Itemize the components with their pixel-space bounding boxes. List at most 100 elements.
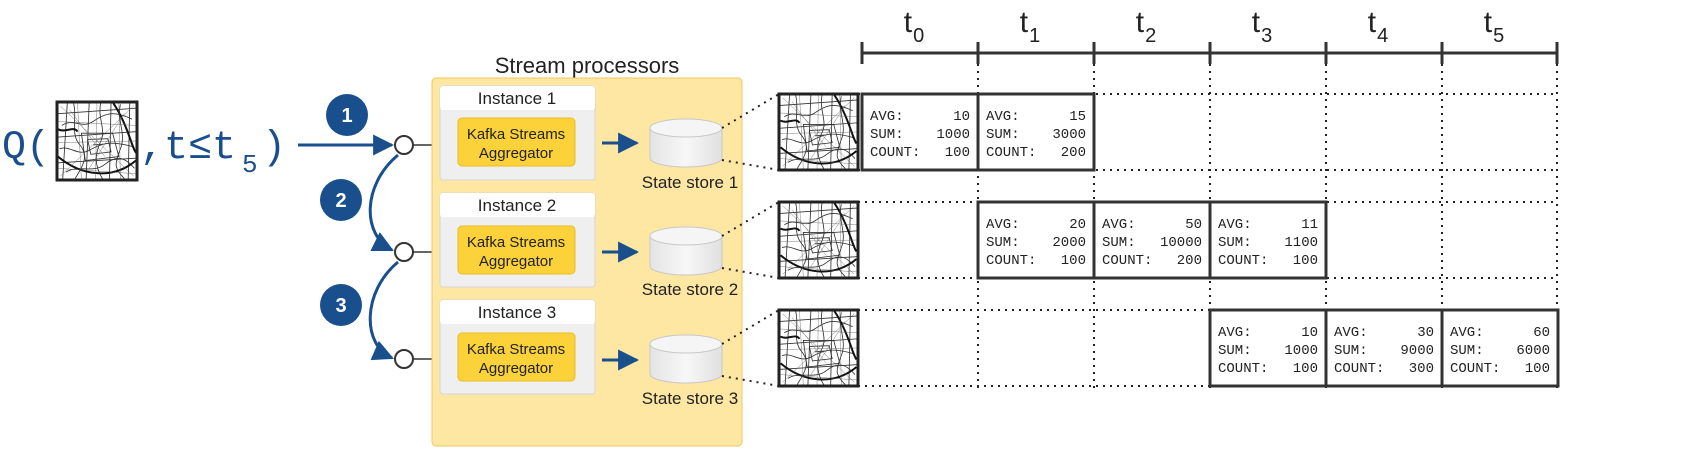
connector-node-3 (394, 349, 414, 369)
svg-text:Aggregator: Aggregator (479, 360, 553, 377)
metric-avg-value: 60 (1533, 325, 1550, 341)
metric-sum-value: 1000 (1284, 343, 1318, 359)
metric-sum-value: 6000 (1516, 343, 1550, 359)
map-tile-icon (777, 200, 860, 280)
metric-label: SUM: (1102, 235, 1136, 251)
metric-label: AVG: (1450, 325, 1484, 341)
metric-label: SUM: (870, 127, 904, 143)
metric-label: SUM: (1218, 343, 1252, 359)
instance-3: Instance 3 Kafka Streams Aggregator (439, 299, 596, 395)
metric-label: COUNT: (1450, 361, 1500, 377)
metric-label: COUNT: (986, 145, 1036, 161)
metric-count-value: 100 (945, 145, 970, 161)
metric-count-value: 200 (1177, 253, 1202, 269)
step-badge-2: 2 (320, 179, 362, 221)
query-close: ) (262, 126, 286, 171)
metric-label: SUM: (986, 127, 1020, 143)
svg-text:Kafka Streams: Kafka Streams (467, 234, 565, 251)
metric-sum-value: 3000 (1052, 127, 1086, 143)
metric-count-value: 100 (1061, 253, 1086, 269)
store-arrows (602, 132, 640, 371)
state-store-1: State store 1 (642, 118, 738, 192)
metric-count-value: 100 (1525, 361, 1550, 377)
aggregator-3 (457, 332, 576, 382)
metric-label: SUM: (1218, 235, 1252, 251)
instance-2: Instance 2 Kafka Streams Aggregator (439, 192, 596, 288)
map-tile-icon (55, 100, 139, 182)
routing-arrows (298, 134, 399, 361)
metric-sum-value: 10000 (1160, 235, 1202, 251)
metric-sum-value: 1000 (936, 127, 970, 143)
svg-text:Aggregator: Aggregator (479, 145, 553, 162)
state-store-2-label: State store 2 (642, 280, 738, 299)
instance-3-label: Instance 3 (478, 303, 556, 322)
metric-label: COUNT: (1102, 253, 1152, 269)
metric-avg-value: 15 (1069, 109, 1086, 125)
metric-sum-value: 1100 (1284, 235, 1318, 251)
svg-text:Kafka Streams: Kafka Streams (467, 126, 565, 143)
state-store-3: State store 3 (642, 334, 738, 408)
metric-avg-value: 30 (1417, 325, 1434, 341)
query-subscript: 5 (242, 150, 258, 180)
state-store-2: State store 2 (642, 226, 738, 299)
svg-text:Kafka Streams: Kafka Streams (467, 341, 565, 358)
time-label-2: t2 (1136, 6, 1156, 47)
metric-sum-value: 2000 (1052, 235, 1086, 251)
metric-avg-value: 11 (1301, 217, 1318, 233)
metric-avg-value: 50 (1185, 217, 1202, 233)
metric-label: AVG: (1218, 325, 1252, 341)
aggregator-2 (457, 225, 576, 275)
timeline-ticks (860, 42, 1559, 64)
metric-label: AVG: (1102, 217, 1136, 233)
svg-text:2: 2 (335, 190, 346, 212)
metric-label: AVG: (1334, 325, 1368, 341)
step-badge-3: 3 (320, 284, 362, 326)
metric-count-value: 200 (1061, 145, 1086, 161)
metric-label: AVG: (870, 109, 904, 125)
time-label-5: t5 (1484, 6, 1504, 47)
metric-label: AVG: (1218, 217, 1252, 233)
svg-text:1: 1 (341, 105, 352, 127)
time-label-1: t1 (1020, 6, 1040, 47)
svg-text:Aggregator: Aggregator (479, 253, 553, 270)
metric-avg-value: 10 (1301, 325, 1318, 341)
query-prefix: Q( (2, 126, 50, 171)
state-store-3-label: State store 3 (642, 389, 738, 408)
stream-processors-title: Stream processors (495, 53, 680, 78)
time-label-0: t0 (904, 6, 924, 47)
window-cells: AVG:10SUM:1000COUNT:100AVG:15SUM:3000COU… (860, 92, 1560, 388)
metric-label: COUNT: (1218, 253, 1268, 269)
metric-label: AVG: (986, 217, 1020, 233)
metric-count-value: 100 (1293, 361, 1318, 377)
zoom-lines (721, 93, 780, 387)
connector-node-1 (394, 135, 414, 155)
metric-sum-value: 9000 (1400, 343, 1434, 359)
metric-label: COUNT: (1218, 361, 1268, 377)
metric-label: COUNT: (870, 145, 920, 161)
hop-arrow-3 (368, 260, 399, 361)
step-badge-1: 1 (326, 94, 368, 136)
state-store-1-label: State store 1 (642, 173, 738, 192)
metric-avg-value: 10 (953, 109, 970, 125)
metric-avg-value: 20 (1069, 217, 1086, 233)
map-tile-icon (777, 308, 860, 388)
svg-text:3: 3 (335, 295, 346, 317)
hop-arrow-2 (368, 153, 399, 252)
metric-count-value: 300 (1409, 361, 1434, 377)
query-expression: Q( ,t≤t 5 ) (2, 100, 286, 182)
query-condition: ,t≤t (140, 126, 236, 171)
instance-1-label: Instance 1 (478, 89, 556, 108)
metric-label: COUNT: (986, 253, 1036, 269)
metric-label: SUM: (1450, 343, 1484, 359)
metric-label: AVG: (986, 109, 1020, 125)
metric-label: COUNT: (1334, 361, 1384, 377)
